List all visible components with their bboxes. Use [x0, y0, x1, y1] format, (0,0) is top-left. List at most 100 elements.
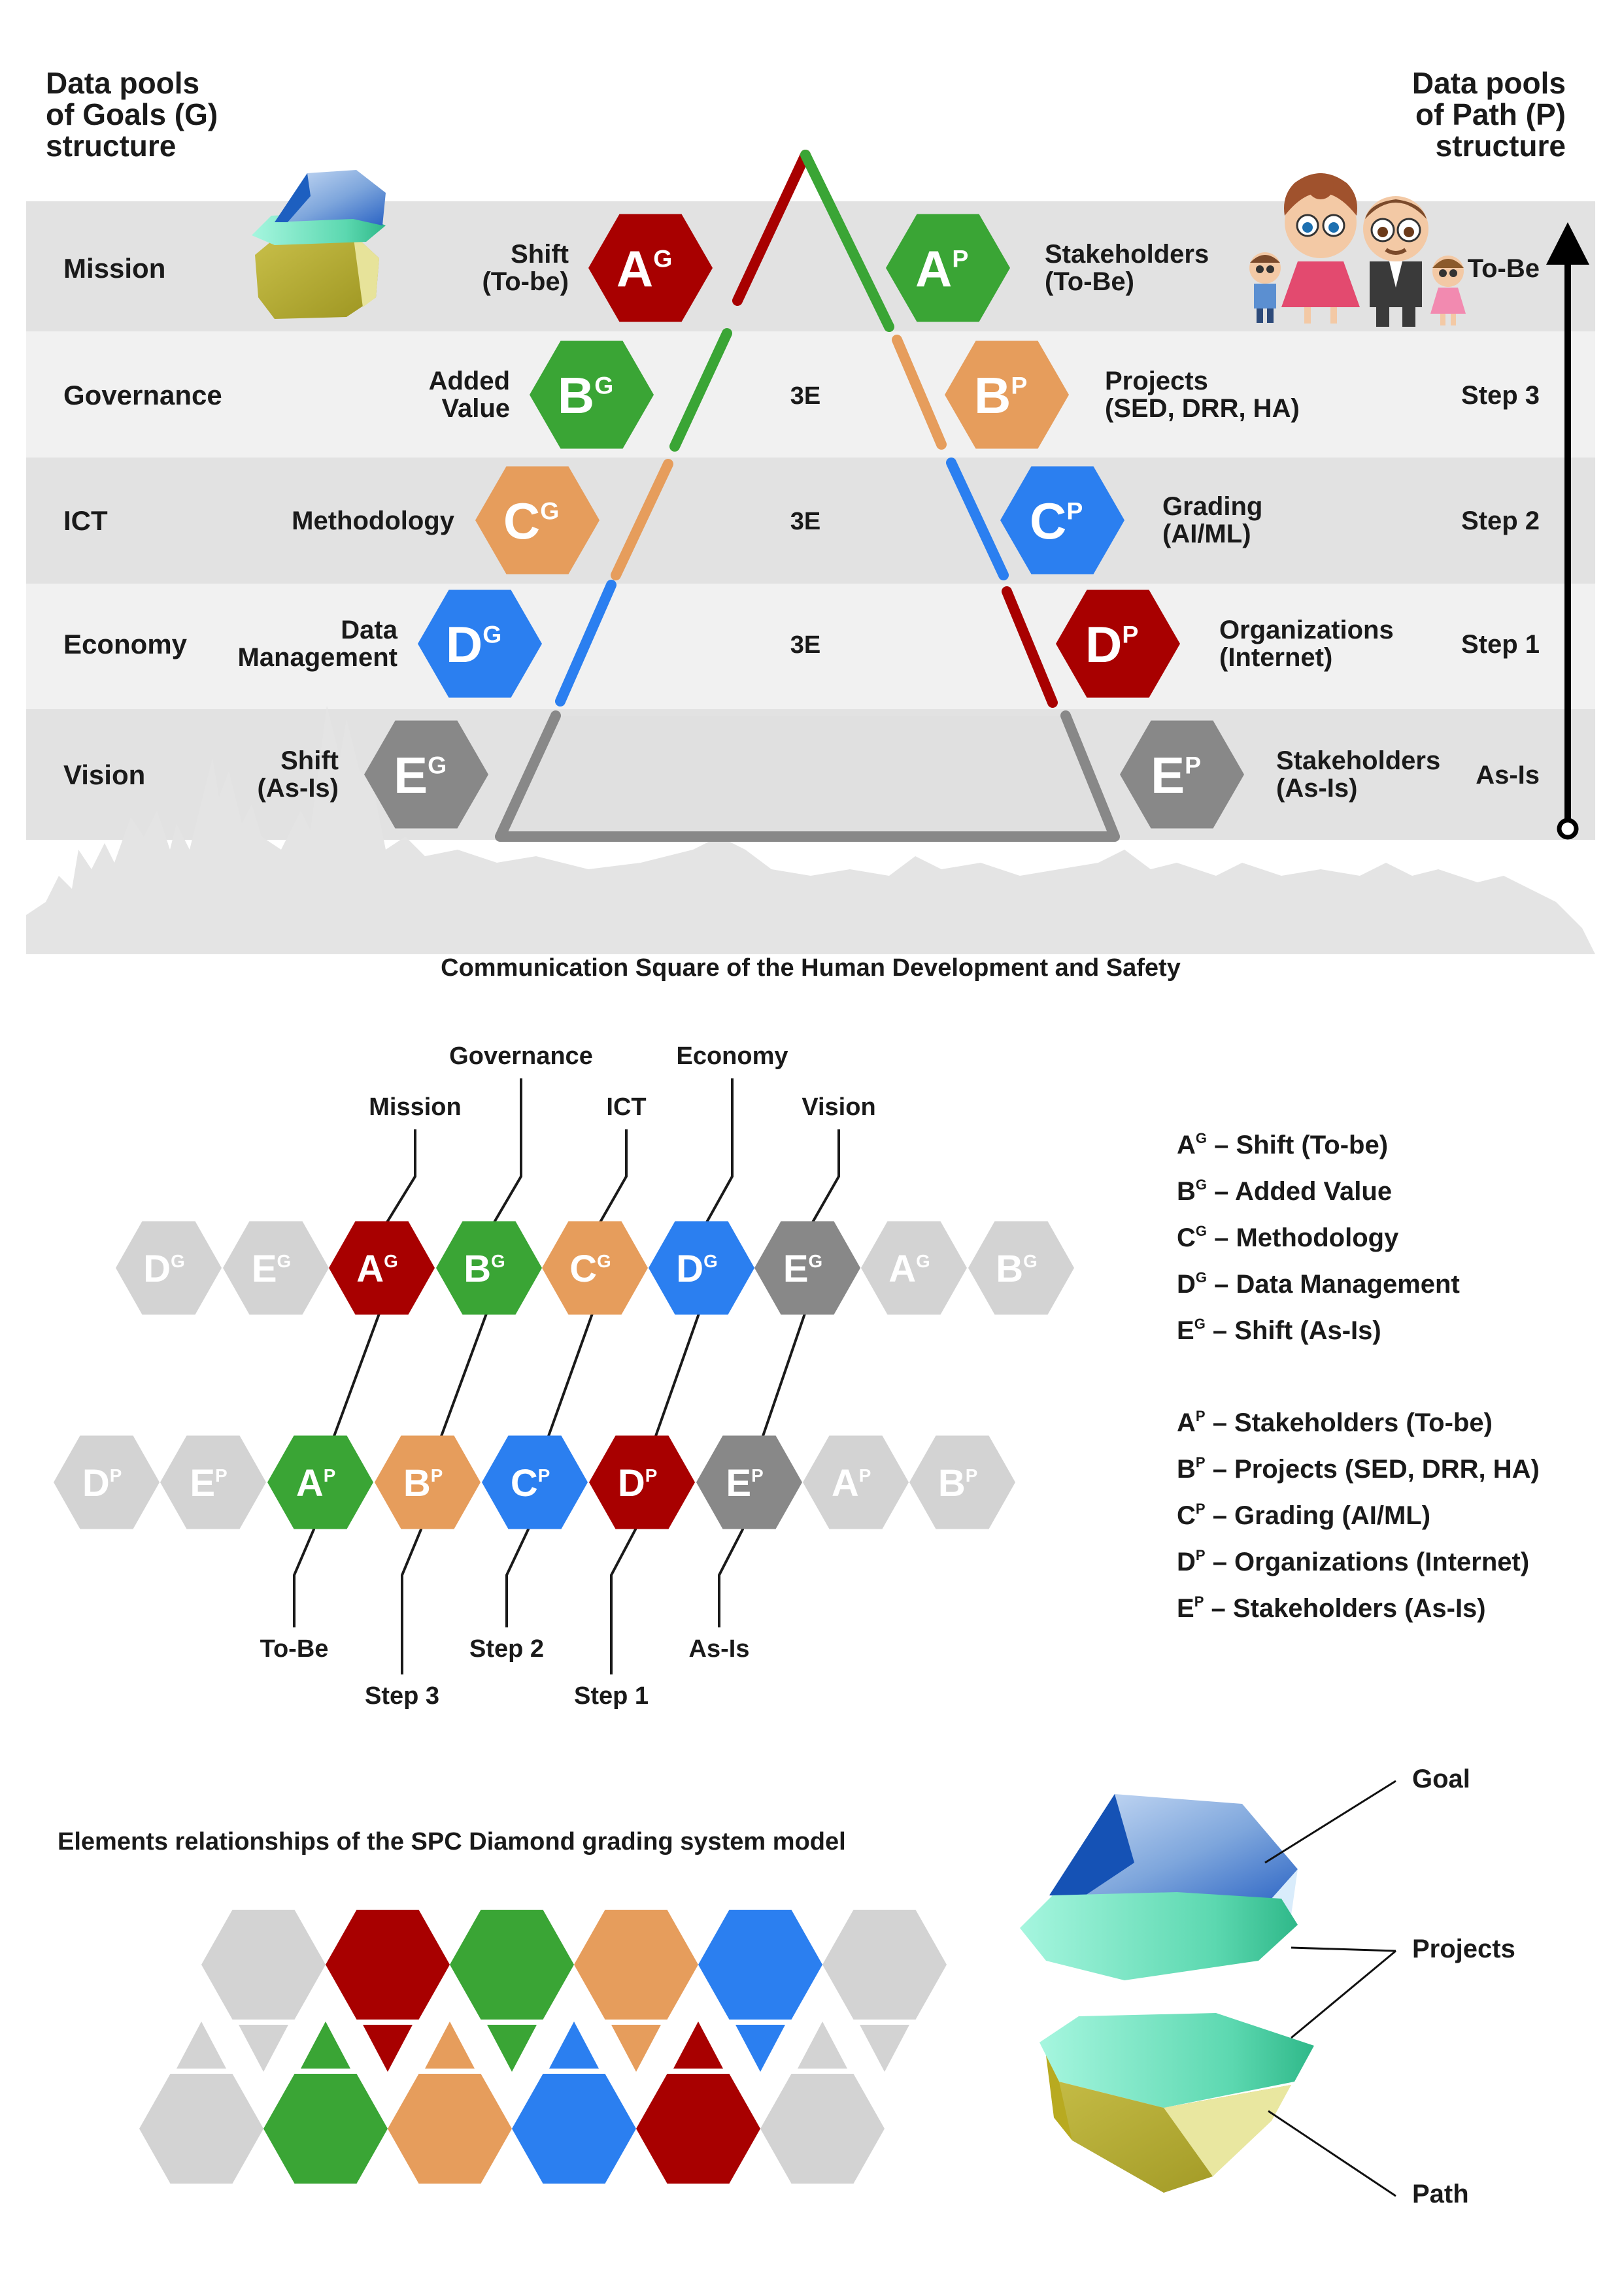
- hexagon-letter: CG: [569, 1248, 611, 1290]
- family-illustration: [1249, 173, 1466, 327]
- path-hexagon: DP: [1056, 590, 1180, 698]
- hexagon-letter: AG: [888, 1248, 930, 1290]
- hexagon-letter: AP: [296, 1462, 335, 1505]
- goal-hexagon: CG: [475, 466, 600, 574]
- tiling-top-hexagon: [201, 1910, 326, 2020]
- hexagon-letter: EG: [394, 746, 447, 804]
- tiling-top-hexagon: [822, 1910, 947, 2020]
- hexagon-letter: BP: [403, 1462, 443, 1505]
- goals-header-line: Data pools: [46, 66, 199, 100]
- hexagon-shape: [436, 1221, 542, 1315]
- hexagon-letter: BG: [464, 1248, 505, 1290]
- hexagon-shape: [542, 1221, 648, 1315]
- hexagon-shape: [886, 214, 1010, 322]
- hexagon-shape: [696, 1435, 802, 1529]
- hexagon-shape: [1000, 466, 1124, 574]
- connector-line: [718, 1129, 840, 1627]
- p-row-hexagon: BP: [909, 1435, 1015, 1529]
- center-3e-label: 3E: [790, 508, 820, 535]
- path-hexagon: CP: [1000, 466, 1124, 574]
- connector-bottom-label: Step 3: [365, 1682, 439, 1710]
- connector-line: [293, 1129, 416, 1627]
- hexagon-shape: [418, 590, 542, 698]
- hexagon-letter: AG: [356, 1248, 398, 1290]
- caption-top: Communication Square of the Human Develo…: [441, 954, 1181, 982]
- hexagon-shape: [267, 1435, 373, 1529]
- step-label: As-Is: [1476, 761, 1540, 790]
- path-description: (AI/ML): [1162, 520, 1251, 548]
- path-hexagon: AP: [886, 214, 1010, 322]
- path-header-line: of Path (P): [1415, 97, 1566, 131]
- spc-diamond: Goal Projects Path: [1020, 1765, 1515, 2208]
- goal-description: (To-be): [482, 267, 569, 296]
- tiling-top-hexagon: [326, 1910, 450, 2020]
- hexagon-shape: [364, 720, 488, 829]
- legend-item: AG – Shift (To-be): [1177, 1130, 1388, 1159]
- relationship-diagram: MissionGovernanceICTEconomyVisionTo-BeSt…: [54, 1042, 1074, 1710]
- triangle-edge-segment: [732, 150, 811, 306]
- tiling-down-triangle: [363, 2025, 413, 2072]
- hexagon-shape: [1120, 720, 1244, 829]
- triangle-base-outline: [495, 710, 1120, 842]
- hexagon-letter: EG: [252, 1248, 291, 1290]
- hexagon-letter: CG: [503, 492, 559, 550]
- tiling-top-hexagon: [698, 1910, 822, 2020]
- hexagon-tiling: [139, 1910, 947, 2184]
- connector-line: [505, 1129, 628, 1627]
- connector-line: [610, 1078, 734, 1674]
- goal-description: Shift: [511, 240, 569, 269]
- tiling-down-triangle: [487, 2025, 537, 2072]
- path-description: Stakeholders: [1045, 240, 1209, 269]
- path-header-line: Data pools: [1412, 66, 1566, 100]
- hexagon-letter: BP: [974, 367, 1027, 424]
- connector-top-label: Vision: [802, 1093, 875, 1121]
- tiling-up-triangle: [425, 2021, 475, 2069]
- hexagon-shape: [754, 1221, 860, 1315]
- g-row-hexagon: CG: [542, 1221, 648, 1315]
- hexagon-letter: DG: [143, 1248, 185, 1290]
- tiling-bottom-hexagon: [263, 2074, 388, 2184]
- hexagon-shape: [968, 1221, 1074, 1315]
- connector-line: [401, 1078, 522, 1674]
- category-band: [26, 584, 1595, 709]
- legend-item: BP – Projects (SED, DRR, HA): [1177, 1454, 1540, 1484]
- tiling-bottom-hexagon: [388, 2074, 512, 2184]
- tiling-top-hexagon: [450, 1910, 574, 2020]
- goal-description: Value: [441, 394, 510, 423]
- hexagon-letter: EP: [726, 1462, 763, 1505]
- hexagon-shape: [223, 1221, 329, 1315]
- hexagon-letter: DP: [618, 1462, 657, 1505]
- goal-description: Methodology: [292, 507, 455, 535]
- path-header-line: structure: [1436, 129, 1566, 163]
- hexagon-shape: [160, 1435, 266, 1529]
- path-description: (SED, DRR, HA): [1105, 394, 1300, 423]
- path-hexagon: EP: [1120, 720, 1244, 829]
- label-goal: Goal: [1412, 1765, 1470, 1793]
- p-row-hexagon: DP: [54, 1435, 160, 1529]
- hexagon-shape: [909, 1435, 1015, 1529]
- step-label: Step 3: [1461, 381, 1540, 410]
- tiling-up-triangle: [549, 2021, 599, 2069]
- connector-top-label: ICT: [606, 1093, 646, 1121]
- g-row-hexagon: EG: [754, 1221, 860, 1315]
- category-label: Economy: [63, 629, 188, 659]
- path-description: (To-Be): [1045, 267, 1134, 296]
- tiling-down-triangle: [611, 2025, 661, 2072]
- category-label: Governance: [63, 380, 222, 410]
- path-description: Organizations: [1219, 616, 1394, 644]
- hexagon-letter: DG: [446, 616, 501, 673]
- tiling-top-hexagon: [574, 1910, 698, 2020]
- goal-description: Shift: [280, 746, 339, 775]
- legend-item: CG – Methodology: [1177, 1223, 1399, 1252]
- connector-bottom-label: Step 1: [574, 1682, 649, 1710]
- tiling-down-triangle: [239, 2025, 288, 2072]
- hexagon-shape: [375, 1435, 481, 1529]
- diamond-path-part: [1046, 2055, 1291, 2193]
- hexagon-shape: [530, 341, 654, 449]
- category-label: Mission: [63, 253, 165, 284]
- hexagon-letter: CP: [511, 1462, 550, 1505]
- triangle-edge-segment: [611, 459, 673, 580]
- diamond-projects-bottom: [1039, 2013, 1314, 2108]
- hexagon-letter: AP: [832, 1462, 871, 1505]
